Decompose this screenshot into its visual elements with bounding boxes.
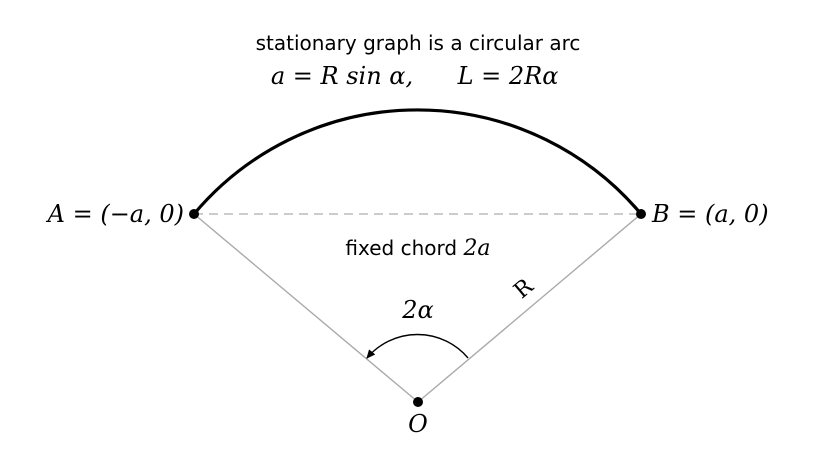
radius-OB	[417, 213, 642, 403]
chord-label: fixed chord 2a	[345, 236, 490, 261]
point-O	[413, 397, 423, 407]
label-O: O	[408, 410, 428, 438]
angle-arrow	[366, 333, 469, 359]
label-A: A = (−a, 0)	[46, 200, 184, 228]
point-B	[636, 209, 646, 219]
angle-label: 2α	[401, 296, 433, 324]
chord-label-text: fixed chord	[345, 236, 463, 260]
label-B: B = (a, 0)	[651, 200, 769, 228]
formula-a: a = R sin α,	[271, 62, 413, 90]
diagram-title: stationary graph is a circular arc	[256, 31, 581, 55]
radius-OA	[193, 213, 419, 403]
formula-L: L = 2Rα	[457, 62, 559, 90]
circular-arc	[192, 108, 643, 216]
point-A	[189, 209, 199, 219]
radius-label: R	[509, 273, 539, 304]
chord-label-math: 2a	[462, 236, 490, 261]
